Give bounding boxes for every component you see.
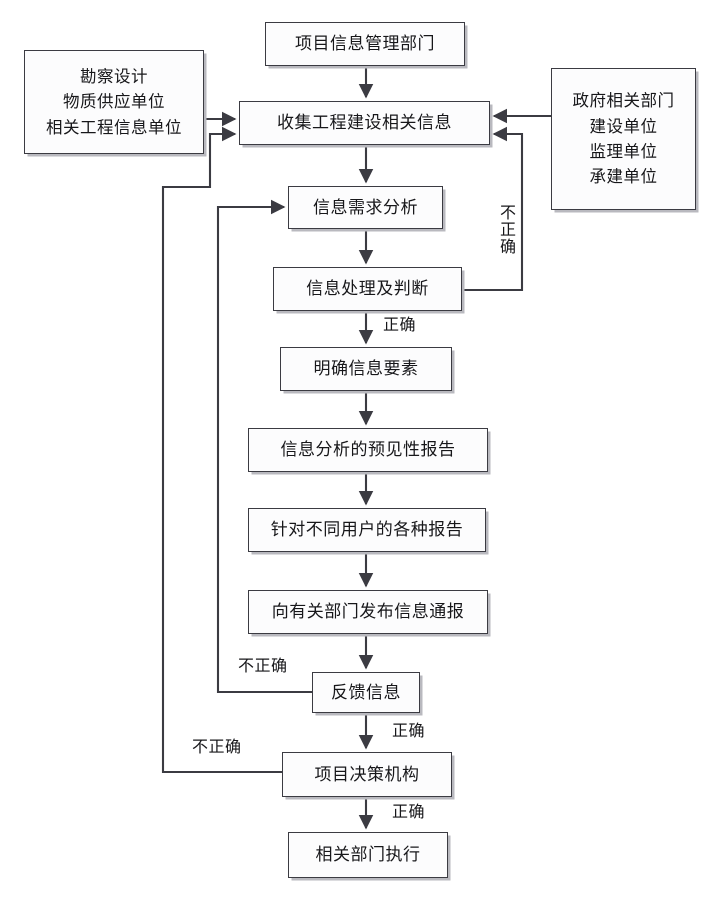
edge-label-incorrect-decision: 不正确 <box>192 739 242 756</box>
node-foresight-report-label: 信息分析的预见性报告 <box>280 440 456 460</box>
node-clarify-elements[interactable]: 明确信息要素 <box>280 347 452 391</box>
edge-label-correct-feedback: 正确 <box>392 723 426 740</box>
node-dept-execute[interactable]: 相关部门执行 <box>288 832 448 878</box>
edge-process-to-collect-incorrect <box>462 126 524 292</box>
edge-label-correct-decision: 正确 <box>392 804 426 821</box>
edge-label-incorrect-process: 不正确 <box>497 204 514 255</box>
node-source-left-line-3: 相关工程信息单位 <box>46 117 182 137</box>
node-feedback-info[interactable]: 反馈信息 <box>312 672 420 713</box>
node-source-right-line-3: 监理单位 <box>589 142 658 161</box>
node-source-right-line-4: 承建单位 <box>589 167 658 187</box>
node-feedback-info-label: 反馈信息 <box>331 682 401 702</box>
edge-decision-to-collect-incorrect <box>161 126 282 774</box>
node-dept-execute-label: 相关部门执行 <box>315 845 421 865</box>
node-process-judge[interactable]: 信息处理及判断 <box>273 267 462 311</box>
node-source-right-line-1: 政府相关部门 <box>572 91 675 111</box>
node-publish-bulletin[interactable]: 向有关部门发布信息通报 <box>248 590 488 634</box>
node-demand-analysis[interactable]: 信息需求分析 <box>288 186 443 229</box>
edge-label-incorrect-feedback: 不正确 <box>238 658 288 675</box>
node-publish-bulletin-label: 向有关部门发布信息通报 <box>271 602 465 622</box>
node-project-info-dept[interactable]: 项目信息管理部门 <box>265 22 465 66</box>
node-collect-info-label: 收集工程建设相关信息 <box>277 113 452 133</box>
node-foresight-report[interactable]: 信息分析的预见性报告 <box>248 428 488 472</box>
node-decision-body-label: 项目决策机构 <box>314 764 420 784</box>
node-source-left-line-2: 物质供应单位 <box>63 92 165 112</box>
edge-label-correct-process: 正确 <box>383 317 417 334</box>
node-process-judge-label: 信息处理及判断 <box>306 279 429 299</box>
node-collect-info[interactable]: 收集工程建设相关信息 <box>239 101 490 145</box>
node-user-reports-label: 针对不同用户的各种报告 <box>270 520 464 540</box>
node-source-left-line-1: 勘察设计 <box>80 67 148 87</box>
node-demand-analysis-label: 信息需求分析 <box>313 197 418 217</box>
node-source-right[interactable]: 政府相关部门 建设单位 监理单位 承建单位 <box>551 68 696 210</box>
node-source-right-line-2: 建设单位 <box>589 116 658 136</box>
edge-feedback-to-demand-incorrect <box>216 199 312 694</box>
node-user-reports[interactable]: 针对不同用户的各种报告 <box>248 508 486 552</box>
node-clarify-elements-label: 明确信息要素 <box>313 359 419 379</box>
node-project-info-dept-label: 项目信息管理部门 <box>295 34 435 54</box>
node-decision-body[interactable]: 项目决策机构 <box>282 752 452 797</box>
node-source-left[interactable]: 勘察设计 物质供应单位 相关工程信息单位 <box>24 50 204 154</box>
